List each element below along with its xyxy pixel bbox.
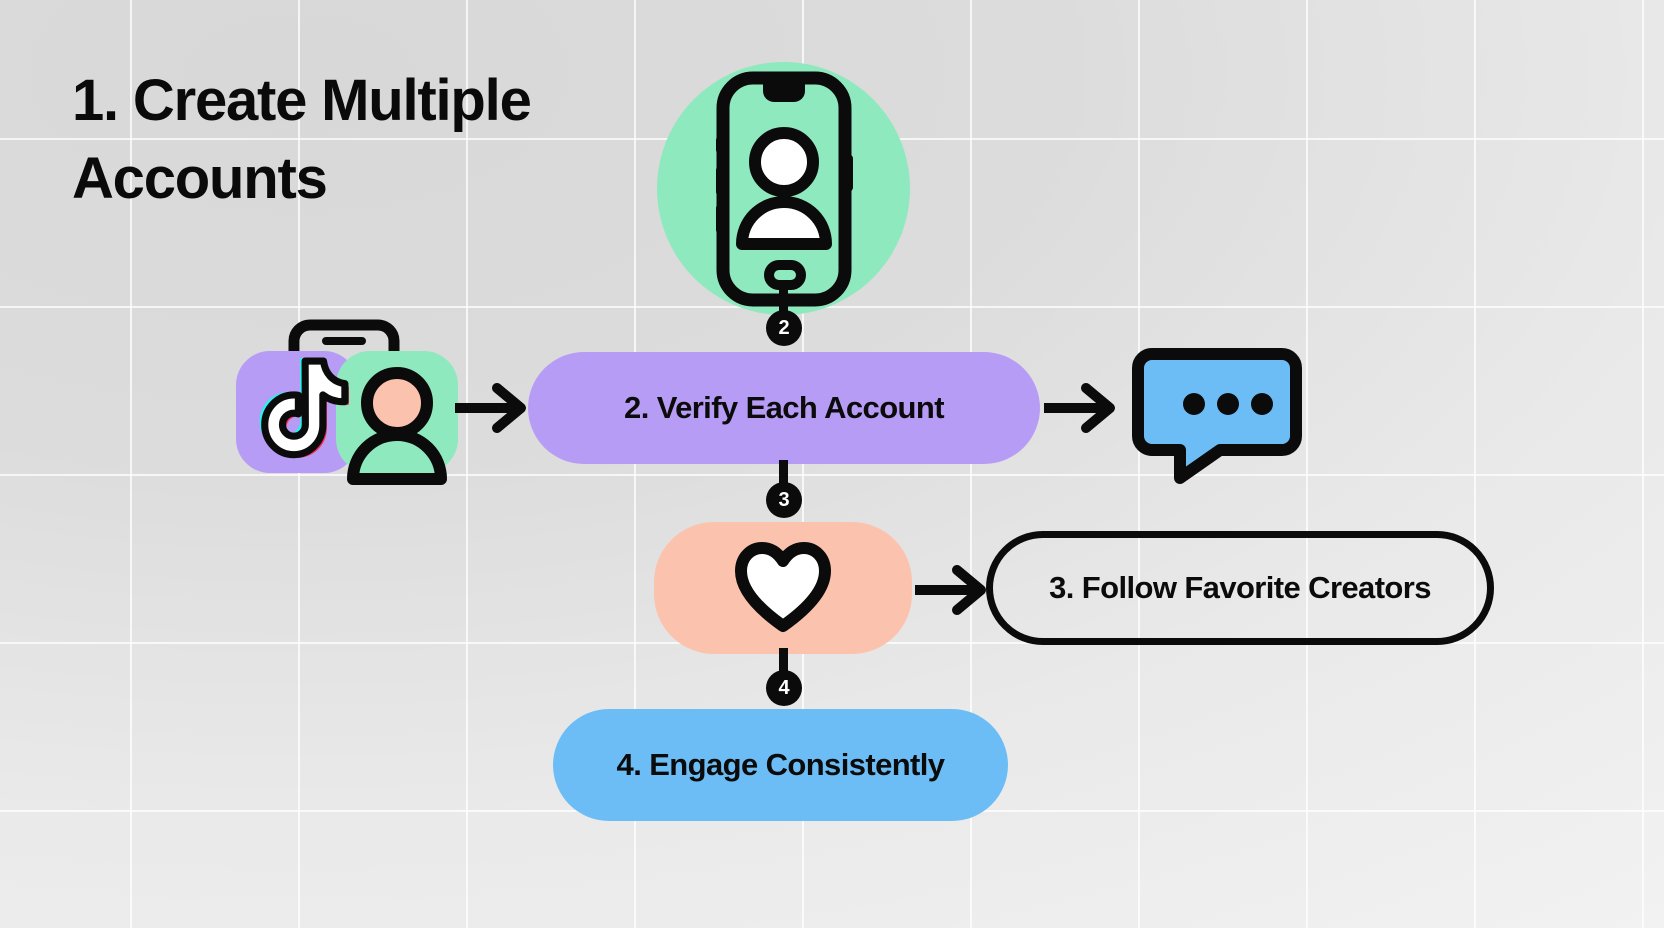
node-create-account[interactable] (657, 62, 910, 315)
page-title: 1. Create Multiple Accounts (72, 68, 532, 212)
connector-badge-4: 4 (766, 670, 802, 706)
node-follow-label: 3. Follow Favorite Creators (1049, 570, 1431, 605)
connector-line-1 (779, 288, 788, 318)
node-favorite-heart[interactable] (654, 522, 912, 654)
node-follow-favorite-creators[interactable]: 3. Follow Favorite Creators (986, 531, 1494, 645)
node-engage-label: 4. Engage Consistently (616, 747, 945, 782)
node-verify-each-account[interactable]: 2. Verify Each Account (528, 352, 1040, 464)
node-verify-label: 2. Verify Each Account (624, 390, 944, 425)
arrow-right-icon (915, 564, 987, 616)
node-comments-bubble[interactable] (1132, 347, 1302, 484)
arrow-right-icon (1044, 382, 1116, 434)
node-engage-consistently[interactable]: 4. Engage Consistently (553, 709, 1008, 821)
connector-badge-3: 3 (766, 482, 802, 518)
connector-line-2 (779, 460, 788, 490)
connector-line-3 (779, 648, 788, 678)
connector-badge-2: 2 (766, 310, 802, 346)
heart-icon (733, 542, 833, 634)
speech-bubble-icon (1132, 347, 1302, 484)
node-multiple-accounts[interactable] (236, 311, 458, 485)
arrow-right-icon (455, 382, 527, 434)
tiktok-accounts-icon (236, 311, 458, 485)
phone-person-icon (715, 71, 853, 306)
